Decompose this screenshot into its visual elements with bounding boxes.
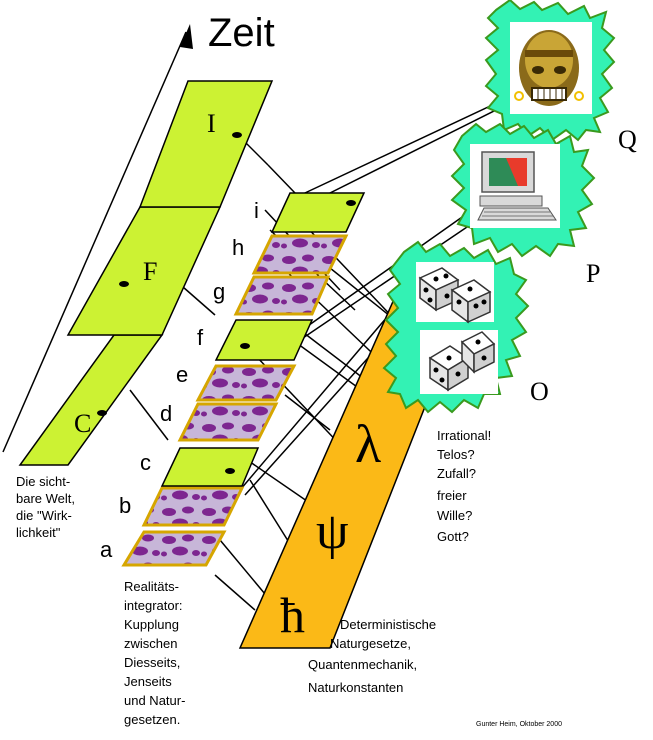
- letter-g: g: [213, 279, 225, 304]
- letter-a: a: [100, 537, 113, 562]
- caption-line: Die sicht-: [16, 474, 70, 489]
- caption-line: Jenseits: [124, 674, 172, 689]
- integrator-cell-f: [214, 319, 314, 361]
- letter-f: f: [197, 325, 204, 350]
- caption-line: freier: [437, 488, 467, 503]
- beyond-level-o: O: [382, 240, 549, 414]
- caption-line: Telos?: [437, 447, 475, 462]
- caption-line: Naturgesetze,: [330, 636, 411, 651]
- event-dot: [119, 281, 129, 287]
- beyond-level-p: P: [450, 122, 600, 288]
- caption-line: Diesseits,: [124, 655, 180, 670]
- caption-line: Realitäts-: [124, 579, 179, 594]
- caption-line: Deterministische: [340, 617, 436, 632]
- letter-e: e: [176, 362, 188, 387]
- computer-icon: [477, 151, 557, 221]
- letter-i: i: [254, 198, 259, 223]
- level-letter-p: P: [586, 259, 600, 288]
- integrator-cell-a: [121, 530, 227, 567]
- hbar-symbol: ħ: [280, 587, 305, 643]
- letter-b: b: [119, 493, 131, 518]
- beyond-level-q: Q: [484, 0, 637, 154]
- integrator-cell-d: [177, 402, 279, 442]
- psi-symbol: ψ: [316, 503, 349, 560]
- segment-letter-f: F: [143, 257, 157, 286]
- segment-i: [138, 80, 274, 208]
- segment-letter-i: I: [207, 109, 216, 138]
- integrator-caption: Realitäts- integrator: Kupplung zwischen…: [124, 579, 185, 727]
- letter-c: c: [140, 450, 151, 475]
- segment-c: [18, 334, 164, 466]
- dice-icon: [418, 267, 496, 392]
- event-dot: [97, 410, 107, 416]
- time-axis: Zeit: [2, 11, 275, 453]
- reality-integrator: [121, 192, 366, 567]
- beyond-caption: Irrational! Telos? Zufall? freier Wille?…: [437, 428, 491, 544]
- caption-line: gesetzen.: [124, 712, 180, 727]
- caption-line: bare Welt,: [16, 491, 75, 506]
- level-letter-q: Q: [618, 125, 637, 154]
- axis-label: Zeit: [208, 11, 275, 55]
- integrator-cell-g: [233, 275, 331, 316]
- credit-text: Gunter Heim, Oktober 2000: [476, 721, 562, 728]
- lambda-symbol: λ: [355, 414, 381, 474]
- caption-line: Wille?: [437, 508, 472, 523]
- integrator-cell-h: [251, 234, 349, 275]
- letter-d: d: [160, 401, 172, 426]
- caption-line: lichkeit": [16, 525, 61, 540]
- visible-world-caption: Die sicht- bare Welt, die "Wirk- lichkei…: [16, 474, 75, 540]
- caption-line: Zufall?: [437, 466, 476, 481]
- visible-world-column: C F I: [18, 80, 274, 466]
- segment-letter-c: C: [74, 409, 91, 438]
- letter-h: h: [232, 235, 244, 260]
- caption-line: Irrational!: [437, 428, 491, 443]
- mask-icon: [514, 30, 584, 106]
- integrator-cell-e: [195, 364, 297, 402]
- event-dot: [232, 132, 242, 138]
- caption-line: Kupplung: [124, 617, 179, 632]
- caption-line: zwischen: [124, 636, 177, 651]
- level-letter-o: O: [530, 377, 549, 406]
- integrator-cell-c: [160, 447, 260, 487]
- caption-line: Quantenmechanik,: [308, 657, 417, 672]
- caption-line: die "Wirk-: [16, 508, 72, 523]
- caption-line: und Natur-: [124, 693, 185, 708]
- caption-line: Naturkonstanten: [308, 680, 403, 695]
- integrator-letters: a b c d e f g h i: [100, 198, 259, 562]
- caption-line: integrator:: [124, 598, 183, 613]
- integrator-cell-b: [141, 486, 245, 527]
- caption-line: Gott?: [437, 529, 469, 544]
- laws-caption: Deterministische Naturgesetze, Quantenme…: [308, 617, 436, 695]
- integrator-cell-i: [270, 192, 366, 233]
